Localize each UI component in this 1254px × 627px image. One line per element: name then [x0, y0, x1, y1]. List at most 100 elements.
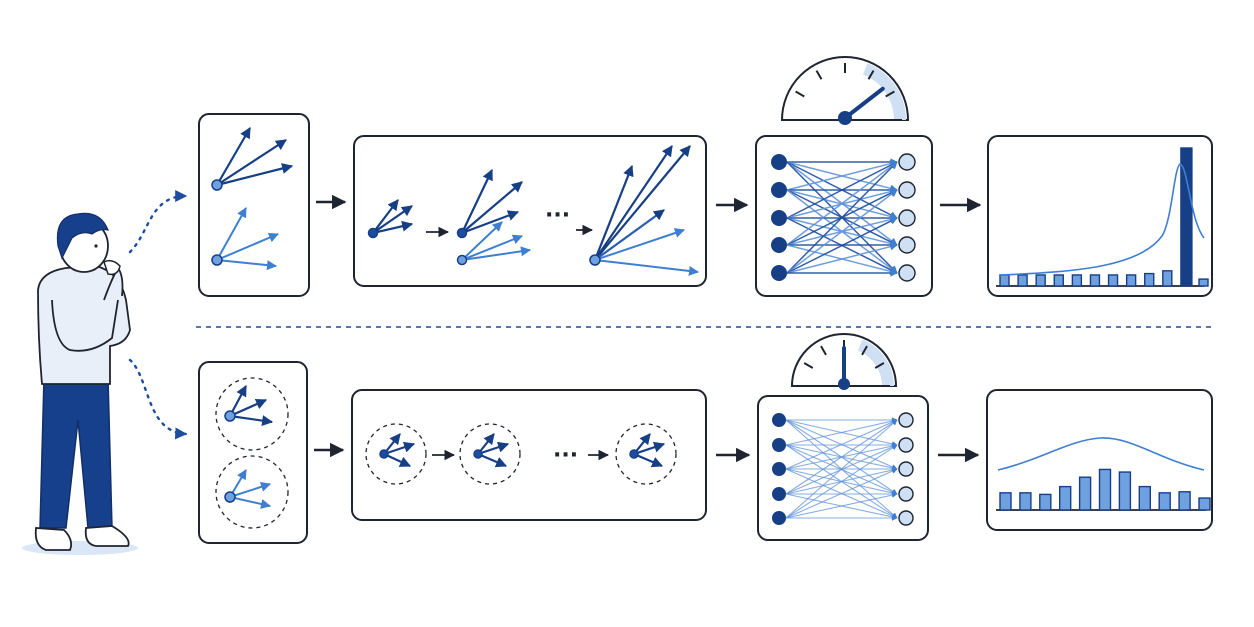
histogram-bar — [1144, 272, 1155, 287]
network-edge — [785, 419, 898, 470]
histogram-icon — [996, 437, 1211, 511]
vector-fan-icon — [367, 199, 414, 239]
input-node — [771, 210, 787, 226]
ellipsis: ··· — [545, 203, 570, 228]
output-node — [898, 236, 916, 254]
bottom-row: ··· — [198, 333, 1213, 544]
histogram-bar — [1138, 485, 1152, 511]
gauge-tick — [795, 90, 805, 98]
gauge-tick — [820, 345, 827, 356]
input-node — [772, 487, 786, 501]
output-node — [898, 412, 914, 428]
gauge-needle — [843, 86, 885, 120]
input-node — [772, 413, 786, 427]
dotted-arrow-top — [128, 190, 188, 254]
output-node — [898, 486, 914, 502]
distribution-curve — [997, 437, 1205, 471]
histogram-bar — [1098, 468, 1112, 511]
output-node — [898, 181, 916, 199]
histogram-bar — [1019, 492, 1032, 511]
network-edge — [786, 243, 898, 274]
histogram-bar — [1178, 491, 1191, 511]
histogram-bar — [1078, 476, 1092, 511]
histogram-icon — [996, 147, 1209, 287]
top-row: ··· — [198, 56, 1213, 297]
input-node — [771, 154, 787, 170]
histogram-bar — [1198, 278, 1209, 287]
histogram-bar — [1039, 493, 1052, 511]
vector-fan-icon — [456, 169, 531, 266]
input-node — [771, 182, 787, 198]
network-edge — [786, 217, 898, 274]
histogram-bar — [1125, 274, 1137, 287]
output-node — [898, 209, 916, 227]
dotted-arrow-bottom — [128, 358, 188, 440]
histogram-bar — [1180, 147, 1193, 287]
network-edge — [786, 160, 898, 191]
network-edge — [786, 161, 898, 246]
gauge-tick — [861, 345, 868, 356]
network-edge — [786, 189, 898, 274]
output-node — [898, 437, 914, 453]
top-histogram-panel — [987, 135, 1213, 297]
bottom-sequence-panel — [351, 389, 707, 521]
gauge-tick — [803, 362, 814, 369]
output-node — [898, 153, 916, 171]
vector-fan-icon — [459, 423, 521, 485]
gauge-band — [863, 63, 906, 120]
output-node — [898, 264, 916, 282]
vector-fan-icon — [211, 127, 294, 191]
histogram-bar — [1158, 492, 1171, 511]
gauge-icon — [790, 333, 898, 390]
network-edge — [785, 419, 898, 519]
bottom-vector-panel — [198, 361, 308, 544]
histogram-bar — [1053, 274, 1064, 287]
ellipsis: ··· — [553, 443, 578, 468]
histogram-bar — [1107, 274, 1119, 287]
histogram-bar — [1035, 274, 1046, 287]
vector-fan-icon — [215, 377, 289, 451]
histogram-bar — [999, 274, 1010, 287]
histogram-bar — [1017, 274, 1028, 287]
gauge-tick — [885, 90, 895, 98]
histogram-bar — [1089, 274, 1101, 287]
network-edge — [786, 161, 898, 274]
network-edges — [785, 417, 898, 521]
vector-fan-icon — [615, 423, 677, 485]
vector-fan-icon — [215, 455, 289, 529]
top-vector-panel — [198, 113, 310, 297]
input-node — [771, 265, 787, 281]
histogram-bar — [1058, 485, 1072, 511]
vector-fan-icon — [211, 207, 279, 271]
gauge-icon — [780, 56, 910, 125]
distribution-curve — [999, 163, 1205, 276]
thinking-person-icon — [22, 212, 138, 555]
vector-fan-icon — [365, 423, 427, 485]
network-edge — [785, 468, 898, 519]
input-node — [772, 438, 786, 452]
histogram-bar — [1118, 471, 1132, 511]
gauge-tick — [874, 362, 885, 369]
gauge-band — [857, 339, 894, 386]
network-edge — [785, 418, 898, 446]
input-node — [771, 237, 787, 253]
network-edge — [785, 492, 898, 519]
neural-network-icon — [771, 153, 916, 282]
input-node — [772, 511, 786, 525]
top-sequence-panel — [353, 135, 707, 287]
output-node — [898, 461, 914, 477]
output-node — [898, 510, 914, 526]
vector-fan-icon — [589, 145, 699, 276]
network-edge — [785, 419, 898, 495]
histogram-bar — [999, 492, 1012, 511]
gauge-tick — [867, 70, 875, 80]
histogram-bar — [1071, 274, 1083, 287]
network-edge — [786, 161, 898, 219]
input-node — [772, 462, 786, 476]
histogram-bar — [1198, 497, 1211, 511]
histogram-bar — [1162, 270, 1173, 287]
gauge-tick — [815, 70, 823, 80]
network-edges — [786, 158, 898, 277]
